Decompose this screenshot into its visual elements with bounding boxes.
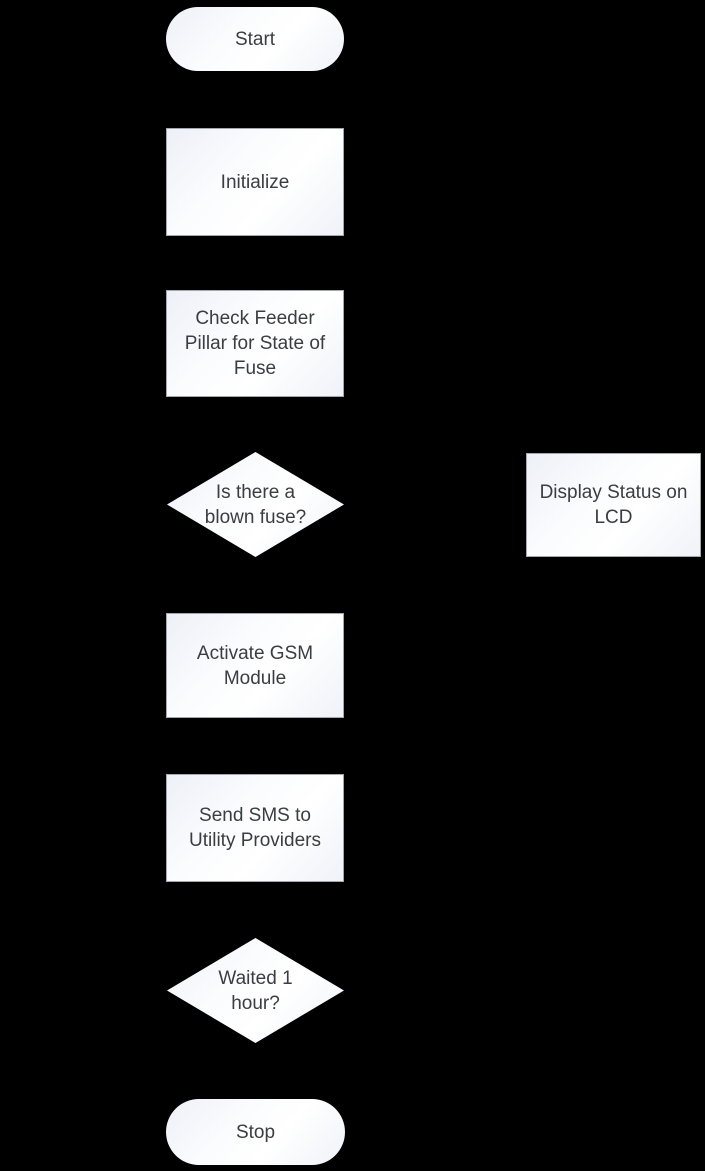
node-label-send-sms: Send SMS to Utility Providers: [189, 805, 321, 851]
node-label-blown-fuse: Is there a blown fuse?: [204, 481, 307, 528]
flowchart-node-send-sms: Send SMS to Utility Providers: [166, 774, 344, 882]
node-label-initialize: Initialize: [220, 171, 290, 193]
node-label-waited-hour: Waited 1 hour?: [218, 967, 293, 1014]
node-label-activate-gsm: Activate GSM Module: [196, 642, 314, 689]
flowchart-node-activate-gsm: Activate GSM Module: [166, 613, 344, 718]
flowchart-node-initialize: Initialize: [166, 128, 344, 236]
flowchart-node-start: Start: [166, 7, 344, 71]
flowchart-node-display-lcd: Display Status on LCD: [526, 453, 701, 557]
flowchart-node-check-feeder: Check Feeder Pillar for State of Fuse: [166, 290, 344, 397]
node-label-check-feeder: Check Feeder Pillar for State of Fuse: [184, 308, 326, 379]
flowchart-node-stop: Stop: [166, 1099, 345, 1165]
flowchart-node-waited-hour-decision: Waited 1 hour?: [167, 938, 344, 1043]
node-label-stop: Stop: [235, 1121, 276, 1143]
node-label-start: Start: [234, 28, 276, 50]
flowchart-node-blown-fuse-decision: Is there a blown fuse?: [167, 452, 344, 557]
node-label-display-lcd: Display Status on LCD: [539, 482, 688, 528]
